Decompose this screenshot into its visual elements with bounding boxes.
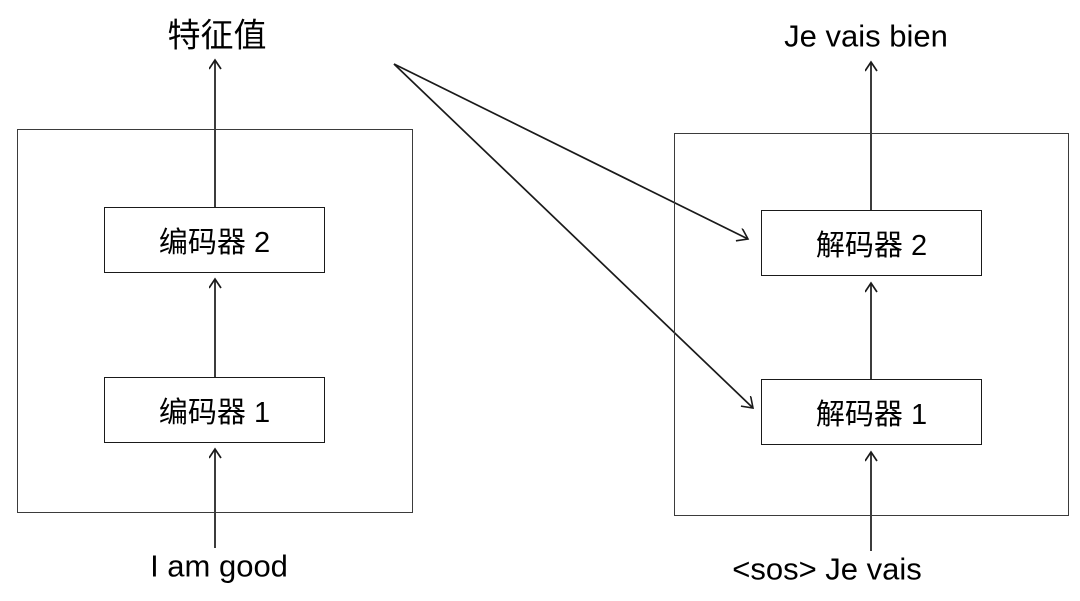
decoder-stack-container <box>674 133 1069 516</box>
arrow-encoder-output-to-decoder-2 <box>393 63 748 239</box>
encoder-1-block[interactable]: 编码器 1 <box>104 377 325 443</box>
arrow-encoder-output-to-decoder-1 <box>393 63 753 408</box>
encoder-stack-container <box>17 129 413 513</box>
decoder-output-label: Je vais bien <box>784 18 948 54</box>
decoder-2-label: 解码器 2 <box>815 230 928 262</box>
decoder-input-label: <sos> Je vais <box>732 551 922 587</box>
decoder-2-block[interactable]: 解码器 2 <box>761 210 982 276</box>
encoder-2-block[interactable]: 编码器 2 <box>104 207 325 273</box>
decoder-1-block[interactable]: 解码器 1 <box>761 379 982 445</box>
encoder-input-label: I am good <box>150 548 288 584</box>
encoder-1-label: 编码器 1 <box>158 397 271 429</box>
encoder-2-label: 编码器 2 <box>158 227 271 259</box>
decoder-1-label: 解码器 1 <box>815 399 928 431</box>
encoder-output-label: 特征值 <box>167 16 267 54</box>
